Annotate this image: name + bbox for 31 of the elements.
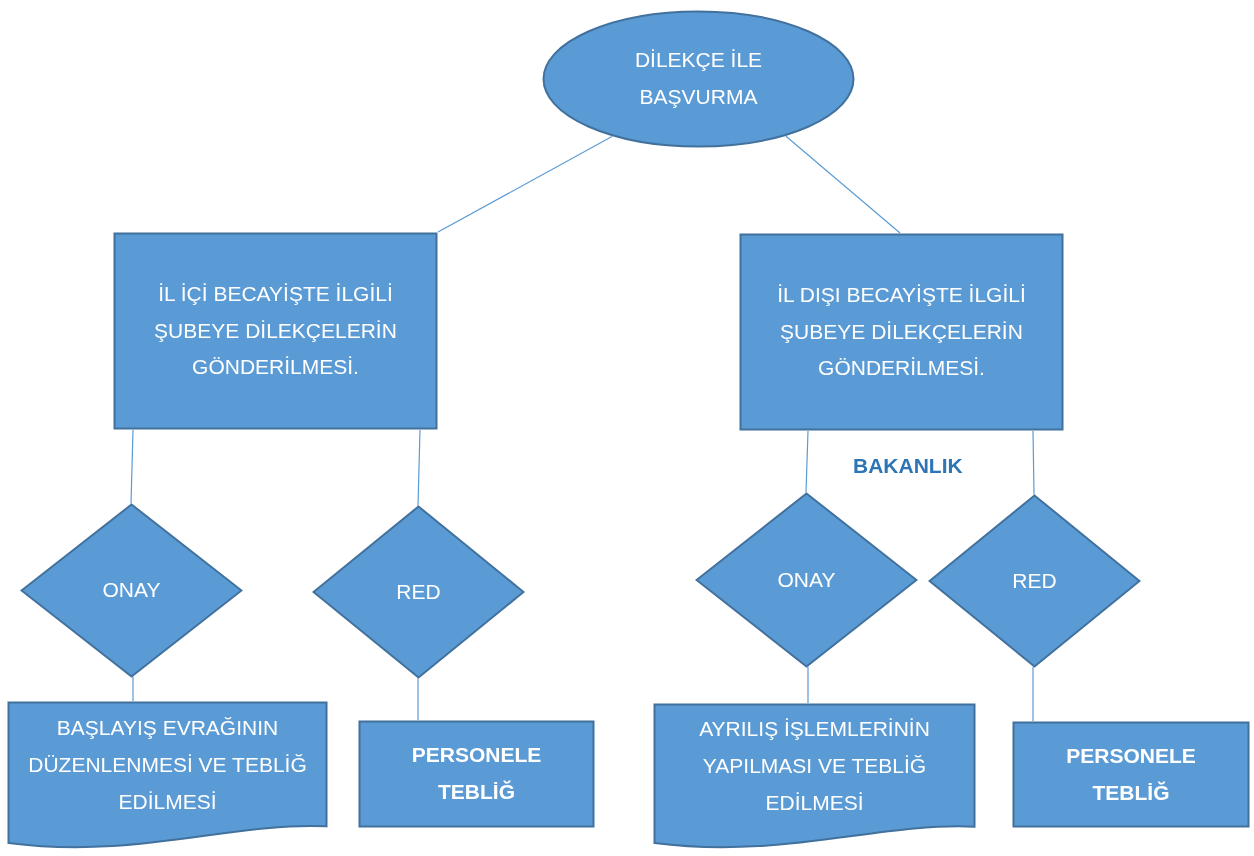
start-ellipse	[542, 10, 855, 148]
node-text: RED	[396, 578, 441, 605]
process-box	[1012, 721, 1250, 828]
connector-line	[805, 430, 809, 493]
process-box	[113, 232, 438, 430]
decision-diamond	[312, 505, 525, 679]
decision-diamond	[695, 492, 918, 668]
decision-diamond	[20, 503, 243, 678]
node-text: DİLEKÇE İLE BAŞVURMA	[633, 47, 764, 110]
connector-line	[785, 135, 901, 234]
node-text: PERSONELE TEBLİĞ	[1065, 742, 1197, 806]
connector-line	[130, 429, 134, 504]
decision-diamond	[928, 494, 1141, 668]
process-box	[358, 720, 595, 828]
node-text: PERSONELE TEBLİĞ	[410, 742, 543, 805]
connector-line	[132, 676, 134, 702]
connector-line	[437, 135, 613, 233]
connector-line	[417, 678, 419, 721]
node-text: ONAY	[777, 566, 836, 593]
note-label: BAKANLIK	[853, 453, 963, 479]
connector-line	[1032, 430, 1035, 495]
connector-line	[807, 666, 809, 704]
node-text: BAŞLAYIŞ EVRAĞININ DÜZENLENMESİ VE TEBLİĞ EDİLMESİ	[27, 715, 308, 815]
connector-line	[417, 429, 421, 506]
node-text: İL İÇİ BECAYİŞTE İLGİLİ ŞUBEYE DİLEKÇELERİN GÖNDERİLMESİ.	[153, 280, 398, 381]
node-text: İL DIŞI BECAYİŞTE İLGİLİ ŞUBEYE DİLEKÇELERİN GÖNDERİLMESİ.	[776, 281, 1027, 382]
node-text: AYRILIŞ İŞLEMLERİNİN YAPILMASI VE TEBLİĞ EDİLMESİ	[698, 716, 931, 816]
node-text: RED	[1012, 567, 1057, 594]
process-box	[739, 233, 1064, 431]
connector-line	[1032, 666, 1034, 722]
node-text: ONAY	[102, 577, 161, 604]
